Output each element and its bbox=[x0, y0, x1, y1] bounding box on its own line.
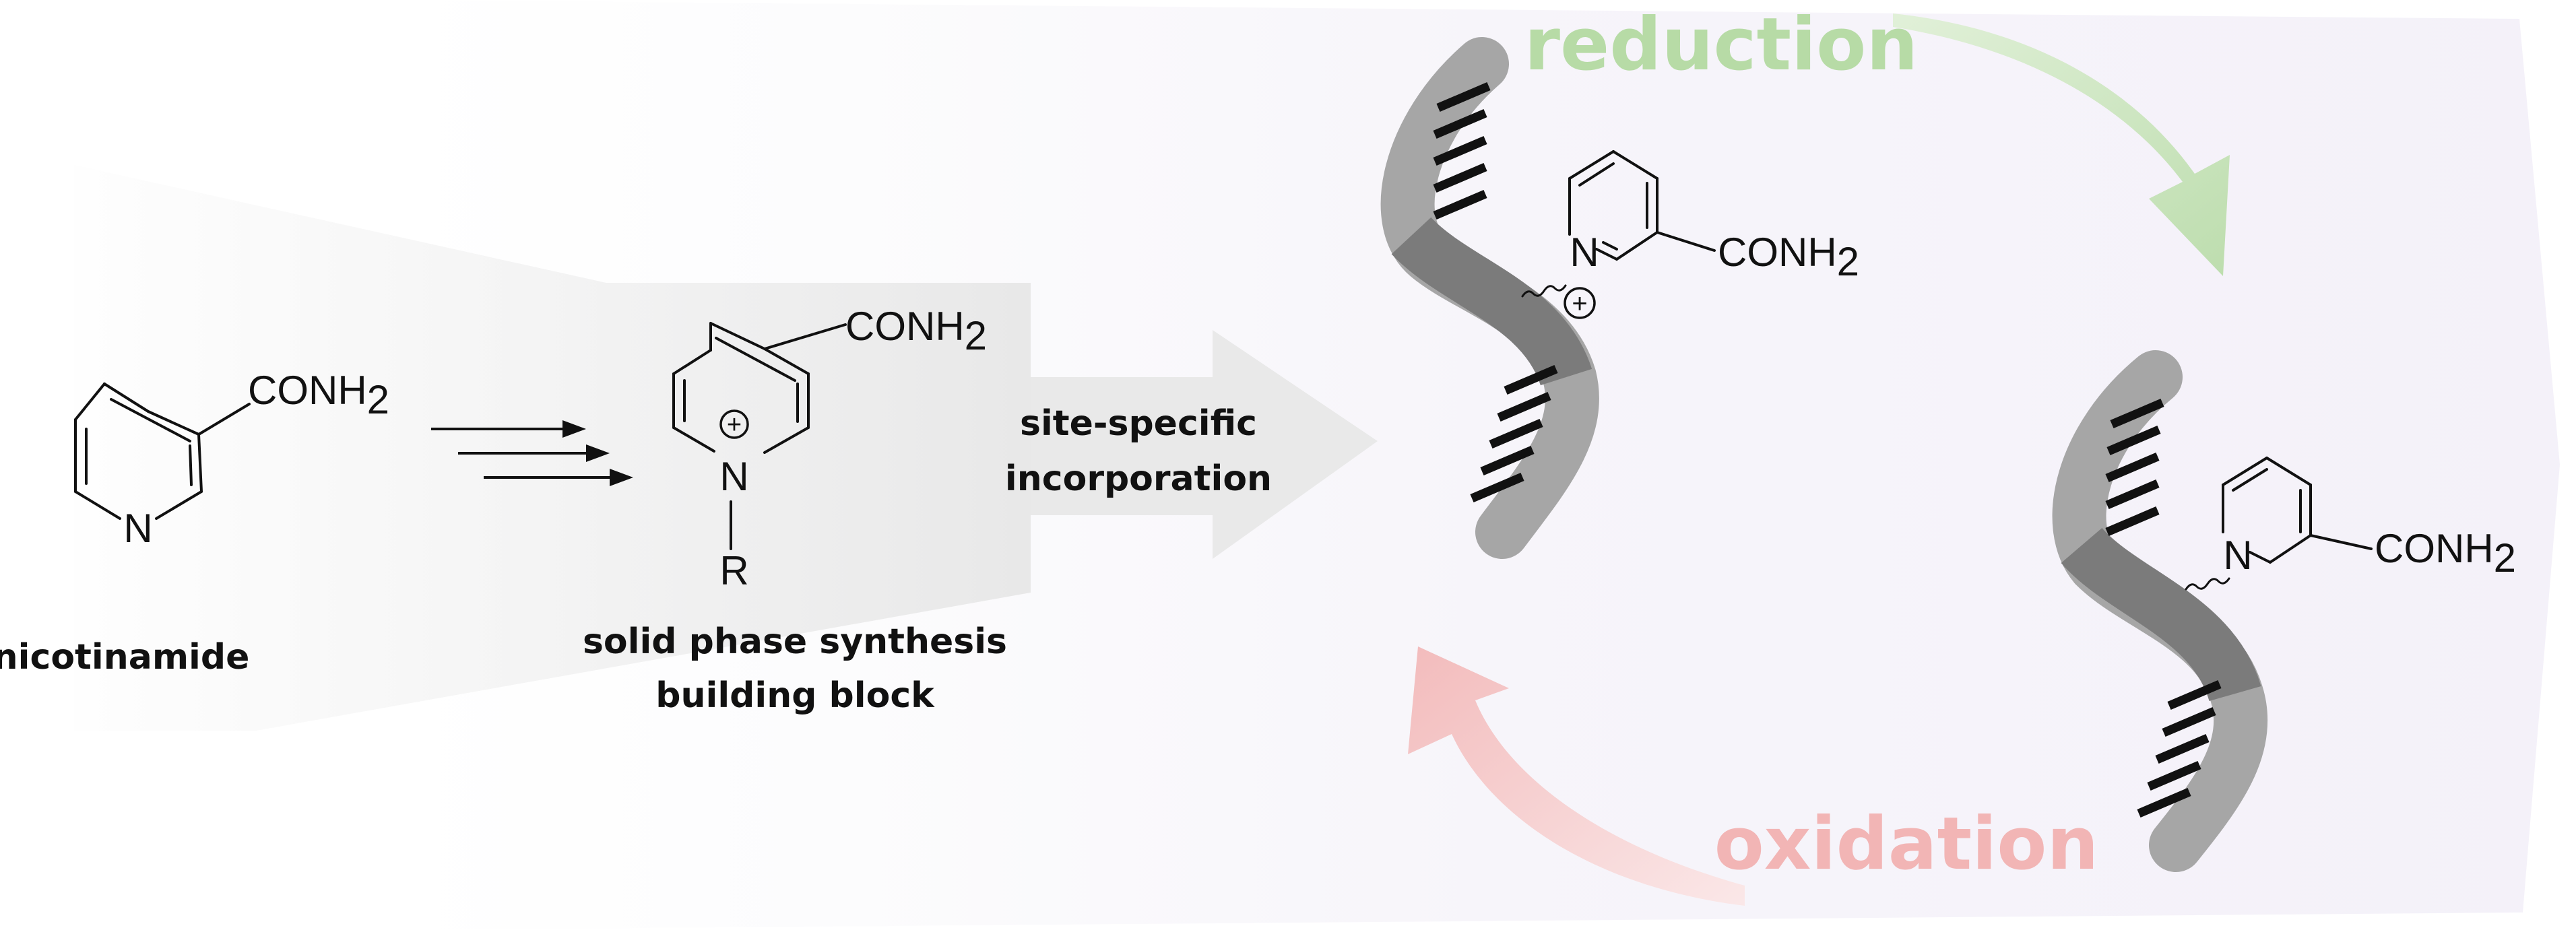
cycle-background bbox=[404, 0, 2560, 930]
building-block-conh2: CONH2 bbox=[845, 304, 987, 358]
incorporation-arrow bbox=[1031, 330, 1378, 559]
dihydropyridine-conh: CONH bbox=[2375, 526, 2494, 571]
multistep-arrows bbox=[431, 420, 633, 486]
dihydropyridine-nucleobase bbox=[2185, 457, 2373, 591]
nicotinamide-conh2: CONH2 bbox=[248, 368, 389, 422]
building-block-label-line2: building block bbox=[655, 675, 935, 716]
reduction-label: reduction bbox=[1524, 3, 1918, 87]
dihydropyridine-n: N bbox=[2223, 533, 2252, 578]
nicotinamide-subscript: 2 bbox=[367, 377, 389, 422]
building-block-conh: CONH bbox=[845, 304, 965, 349]
building-block-charge-ring bbox=[719, 409, 749, 439]
nicotinamide-conh: CONH bbox=[248, 368, 367, 413]
dna-strand-oxidized bbox=[1380, 37, 1599, 559]
dihydropyridine-subscript: 2 bbox=[2494, 535, 2516, 580]
oxidation-arrow bbox=[1408, 646, 1745, 906]
pyridinium-nucleobase bbox=[1521, 150, 1716, 298]
building-block-r: R bbox=[719, 548, 748, 593]
building-block-subscript: 2 bbox=[965, 313, 987, 358]
nicotinamide-label: nicotinamide bbox=[0, 637, 249, 677]
pyridinium-conh: CONH bbox=[1718, 230, 1837, 275]
synthesis-panel bbox=[74, 165, 1031, 731]
pyridinium-subscript: 2 bbox=[1837, 239, 1859, 284]
dna-strand-reduced bbox=[2052, 350, 2268, 872]
pyridinium-charge-ring bbox=[1564, 287, 1596, 319]
building-block-charge: + bbox=[727, 411, 742, 439]
pyridinium-conh2: CONH2 bbox=[1718, 230, 1859, 284]
building-block-label-line1: solid phase synthesis bbox=[583, 622, 1007, 662]
pyridinium-charge: + bbox=[1572, 289, 1587, 319]
building-block-structure bbox=[672, 322, 847, 550]
building-block-n: N bbox=[719, 454, 748, 499]
incorporation-label-line2: incorporation bbox=[1005, 459, 1272, 499]
nicotinamide-n: N bbox=[123, 506, 152, 551]
nicotinamide-structure bbox=[74, 383, 251, 520]
dihydropyridine-conh2: CONH2 bbox=[2375, 526, 2516, 580]
incorporation-label-line1: site-specific bbox=[1020, 403, 1257, 444]
pyridinium-n: N bbox=[1570, 230, 1599, 275]
reduction-arrow bbox=[1893, 13, 2230, 276]
oxidation-label: oxidation bbox=[1714, 802, 2099, 886]
